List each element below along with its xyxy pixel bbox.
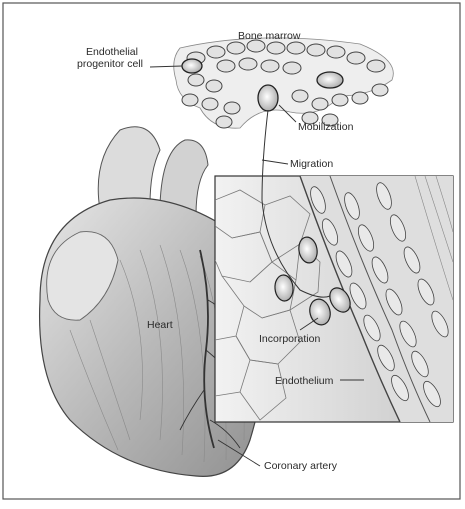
label-incorporation: Incorporation [259,333,320,345]
label-heart: Heart [147,319,173,331]
mobilizing-cell [258,85,278,111]
label-progenitor-line2: progenitor cell [62,58,158,70]
label-progenitor-line1: Endothelial [66,46,158,58]
label-bone-marrow: Bone marrow [238,30,300,42]
label-migration: Migration [290,158,333,170]
label-endothelium: Endothelium [275,375,333,387]
label-mobilization: Mobilization [298,121,353,133]
progenitor-cell-marrow-2 [317,72,343,88]
progenitor-cell-marrow [182,59,202,73]
tissue-inset [215,176,453,422]
label-coronary-artery: Coronary artery [264,460,337,472]
